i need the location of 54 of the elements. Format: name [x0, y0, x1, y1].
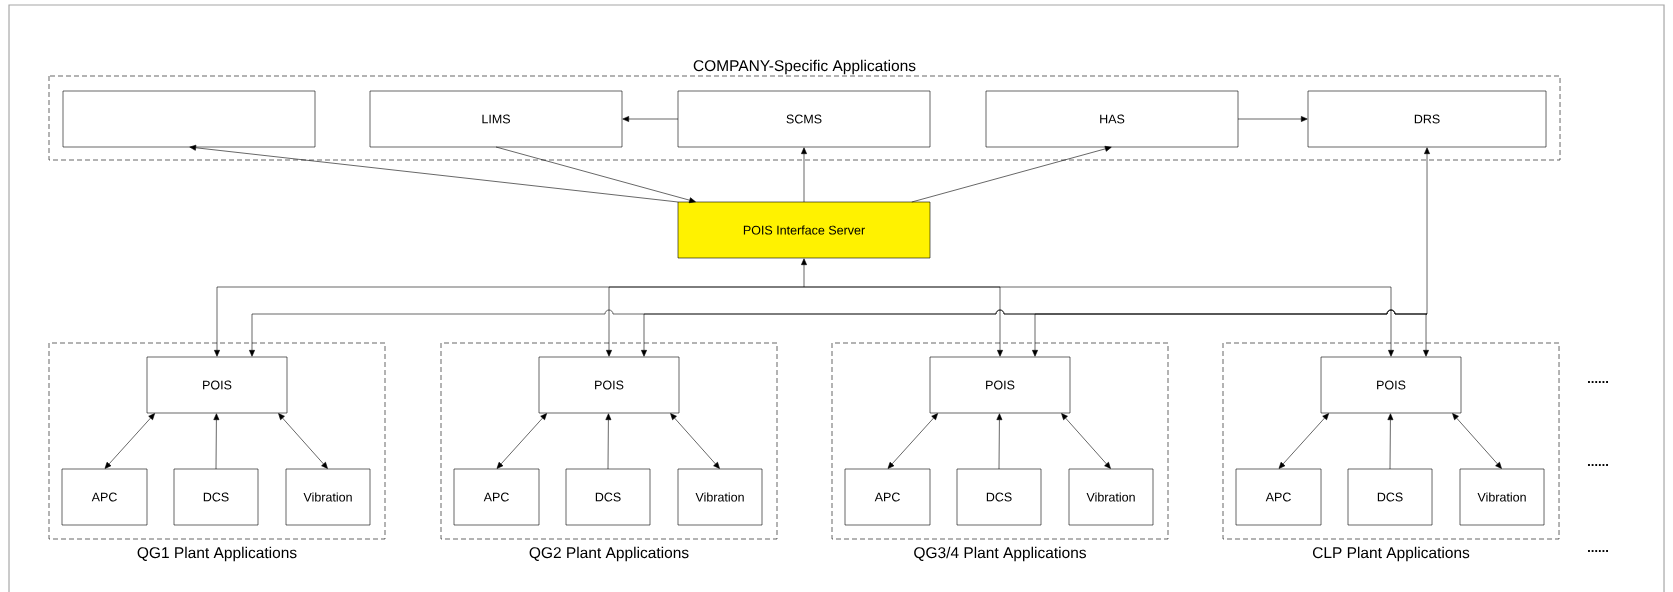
group-title: COMPANY-Specific Applications	[693, 59, 916, 75]
application-box: POIS	[538, 356, 680, 414]
application-box: POIS	[1320, 356, 1462, 414]
arrow	[803, 286, 1394, 357]
arrow	[1032, 309, 1428, 357]
arrow	[1452, 413, 1502, 469]
application-box: DCS	[173, 468, 259, 526]
application-box: DCS	[956, 468, 1042, 526]
application-box: Vibration	[1459, 468, 1545, 526]
application-box: Vibration	[677, 468, 763, 526]
application-box: POIS	[929, 356, 1071, 414]
bus-line	[801, 258, 807, 288]
application-box: DCS	[1347, 468, 1433, 526]
arrow	[911, 145, 1112, 203]
application-box: APC	[453, 468, 540, 526]
arrow	[1278, 413, 1329, 469]
arrow	[104, 413, 155, 469]
application-box: DCS	[565, 468, 651, 526]
arrow	[670, 413, 720, 469]
application-box: SCMS	[677, 90, 931, 148]
arrow	[1423, 313, 1429, 357]
application-box: POIS	[146, 356, 288, 414]
arrow	[622, 116, 679, 122]
bus-line	[1424, 147, 1430, 315]
continuation-dots: ......	[1588, 381, 1608, 383]
application-box: Vibration	[285, 468, 371, 526]
application-box: Vibration	[1068, 468, 1154, 526]
application-box: APC	[61, 468, 148, 526]
arrow	[887, 413, 938, 469]
arrow	[213, 413, 220, 470]
empty-box	[62, 90, 316, 148]
group-title: QG3/4 Plant Applications	[914, 546, 1086, 562]
group-title: QG1 Plant Applications	[137, 546, 297, 562]
application-box: HAS	[985, 90, 1239, 148]
application-box: LIMS	[369, 90, 623, 148]
arrow	[278, 413, 328, 469]
arrow	[605, 413, 612, 470]
arrow	[1237, 116, 1308, 122]
application-box: APC	[1235, 468, 1322, 526]
continuation-dots: ......	[1588, 464, 1608, 466]
server-box: POIS Interface Server	[677, 201, 931, 259]
arrow	[189, 144, 679, 203]
arrow	[1061, 413, 1111, 469]
arrow	[495, 146, 696, 204]
continuation-dots: ......	[1588, 550, 1608, 552]
arrow	[606, 286, 805, 357]
application-box: APC	[844, 468, 931, 526]
group-title: CLP Plant Applications	[1312, 546, 1470, 562]
group-title: QG2 Plant Applications	[529, 546, 689, 562]
arrow	[496, 413, 547, 469]
arrow	[1387, 413, 1394, 470]
application-box: DRS	[1307, 90, 1547, 148]
arrow	[801, 147, 807, 203]
arrow	[996, 413, 1003, 470]
